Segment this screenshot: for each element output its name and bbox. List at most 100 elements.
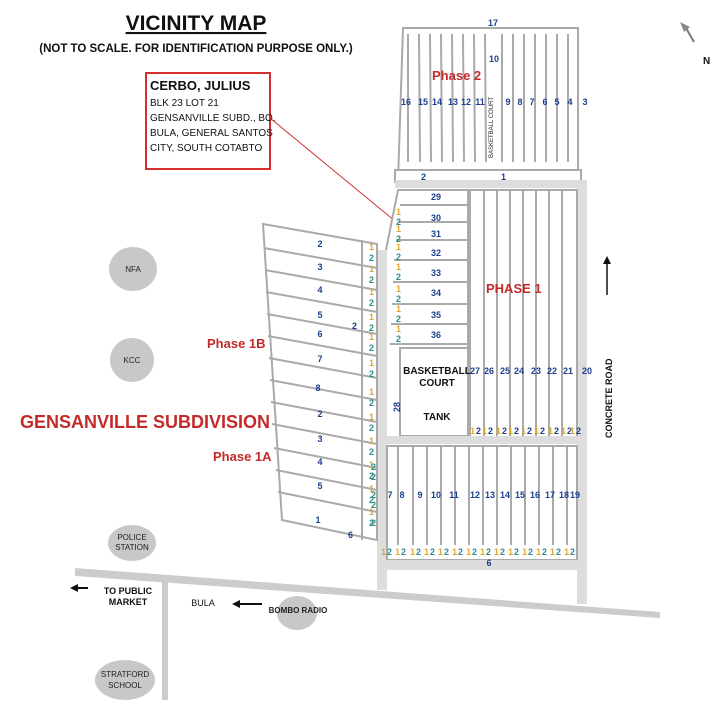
lot-marker-1ac-1: 2 xyxy=(371,472,376,482)
lot-marker-1p-3: 1 xyxy=(396,262,401,272)
lot-marker-2p-4: 2 xyxy=(396,294,401,304)
lot-marker-2p-3: 2 xyxy=(396,272,401,282)
lot-marker-2b-1: 2 xyxy=(369,275,374,285)
lot-marker-2b-8: 2 xyxy=(369,447,374,457)
lot-marker-2r-2: 2 xyxy=(502,426,507,436)
phase1-block-36: 36 xyxy=(431,330,441,340)
lot-marker-1b-8: 1 xyxy=(369,436,374,446)
block-17-label: 17 xyxy=(488,18,498,28)
map-subtitle: (NOT TO SCALE. FOR IDENTIFICATION PURPOS… xyxy=(39,43,353,55)
phase1b-block-7: 2 xyxy=(317,409,322,419)
stratford-label-2: SCHOOL xyxy=(108,681,142,690)
owner-address-line-1: BLK 23 LOT 21 xyxy=(150,98,219,109)
lot-marker-2a-6: 2 xyxy=(472,547,477,557)
lot-marker-1a-0: 1 xyxy=(381,547,386,557)
police-label-1: POLICE xyxy=(117,533,146,542)
lot-marker-1b-3: 1 xyxy=(369,312,374,322)
lot-marker-1a-8: 1 xyxy=(494,547,499,557)
lot-marker-1ac-0: 2 xyxy=(371,462,376,472)
lot-marker-2a-10: 2 xyxy=(528,547,533,557)
lot-marker-1p-4: 1 xyxy=(396,284,401,294)
arrow-left-icon xyxy=(70,584,88,592)
phase1a-label: Phase 1A xyxy=(213,449,272,464)
stratford-school-landmark xyxy=(95,660,155,700)
phase2-block xyxy=(396,27,579,183)
lot-marker-1r-5: 1 xyxy=(534,426,539,436)
phase1b-block-6: 8 xyxy=(315,383,320,393)
bottom-road xyxy=(377,560,587,570)
owner-info-box xyxy=(145,72,271,170)
bombo-radio-label: BOMBO RADIO xyxy=(269,606,328,615)
lot-marker-2b-7: 2 xyxy=(369,423,374,433)
lot-marker-2b-3: 2 xyxy=(369,323,374,333)
lot-marker-1a-10: 1 xyxy=(522,547,527,557)
lot-marker-1b-9: 1 xyxy=(369,460,374,470)
block-10-label: 10 xyxy=(489,54,499,64)
phase1a-bottom-6: 6 xyxy=(486,558,491,568)
phase2-block-6: 6 xyxy=(542,97,547,107)
lot-marker-1r-2: 1 xyxy=(496,426,501,436)
lot-marker-1r-3: 1 xyxy=(508,426,513,436)
police-station-landmark xyxy=(108,525,156,561)
phase1-block-20: 20 xyxy=(582,366,592,376)
police-label-2: STATION xyxy=(115,543,149,552)
lot-marker-2a-5: 2 xyxy=(458,547,463,557)
owner-address-line-2: GENSANVILLE SUBD., BO. xyxy=(150,113,276,124)
phase1-block-24: 24 xyxy=(514,366,524,376)
lot-marker-2r-3: 2 xyxy=(514,426,519,436)
phase1-block xyxy=(383,189,578,439)
lot-marker-1b-11: 1 xyxy=(369,507,374,517)
phase2-block-4: 4 xyxy=(567,97,572,107)
basketball-court-label-1: BASKETBALL xyxy=(403,366,471,377)
lot-marker-2r-4: 2 xyxy=(527,426,532,436)
lot-marker-1p-0: 1 xyxy=(396,207,401,217)
stratford-label-1: STRATFORD xyxy=(101,670,150,679)
lot-marker-1b-2: 1 xyxy=(369,287,374,297)
lot-marker-2b-11: 2 xyxy=(369,518,374,528)
phase2-block-11: 11 xyxy=(475,97,485,107)
lot-marker-1a-12: 1 xyxy=(550,547,555,557)
lot-marker-1b-1: 1 xyxy=(369,264,374,274)
phase1a-block-16: 16 xyxy=(530,490,540,500)
lot-marker-2a-9: 2 xyxy=(514,547,519,557)
phase1a-block-12: 12 xyxy=(470,490,480,500)
phase1-block-29: 29 xyxy=(431,192,441,202)
phase1a-block-13: 13 xyxy=(485,490,495,500)
lot-marker-2p-2: 2 xyxy=(396,252,401,262)
nfa-label: NFA xyxy=(125,265,141,274)
phase2-block-8: 8 xyxy=(517,97,522,107)
phase1a-block-7: 7 xyxy=(387,490,392,500)
phase1a-block-9: 9 xyxy=(417,490,422,500)
phase2-block-5: 5 xyxy=(554,97,559,107)
lot-marker-1a-4: 1 xyxy=(438,547,443,557)
lot-marker-1b-0: 1 xyxy=(369,242,374,252)
lot-marker-2r-1: 2 xyxy=(488,426,493,436)
lot-marker-2a-8: 2 xyxy=(500,547,505,557)
phase1b-block-11: 1 xyxy=(315,515,320,525)
phase1a-extra-6: 6 xyxy=(348,530,353,540)
lot-marker-1r-6: 1 xyxy=(548,426,553,436)
phase1b-block xyxy=(261,222,378,542)
lot-marker-1b-4: 1 xyxy=(369,332,374,342)
phase1b-block-3: 5 xyxy=(317,310,322,320)
lot-marker-2b-10: 2 xyxy=(369,495,374,505)
block-28-label: 28 xyxy=(392,402,402,412)
phase1-block-23: 23 xyxy=(531,366,541,376)
lot-marker-1a-7: 1 xyxy=(480,547,485,557)
lot-marker-2a-2: 2 xyxy=(416,547,421,557)
phase1a-block-15: 15 xyxy=(515,490,525,500)
phase2-block-7: 7 xyxy=(529,97,534,107)
lot-marker-1a-13: 1 xyxy=(564,547,569,557)
lot-marker-1r-4: 1 xyxy=(521,426,526,436)
bombo-radio-landmark xyxy=(277,596,317,630)
phase1-block-31: 31 xyxy=(431,229,441,239)
phase1-block-34: 34 xyxy=(431,288,441,298)
lot-marker-1a-6: 1 xyxy=(466,547,471,557)
to-public-market-1: TO PUBLIC xyxy=(104,586,153,596)
bula-label: BULA xyxy=(191,598,215,608)
main-vertical-road xyxy=(577,184,587,604)
